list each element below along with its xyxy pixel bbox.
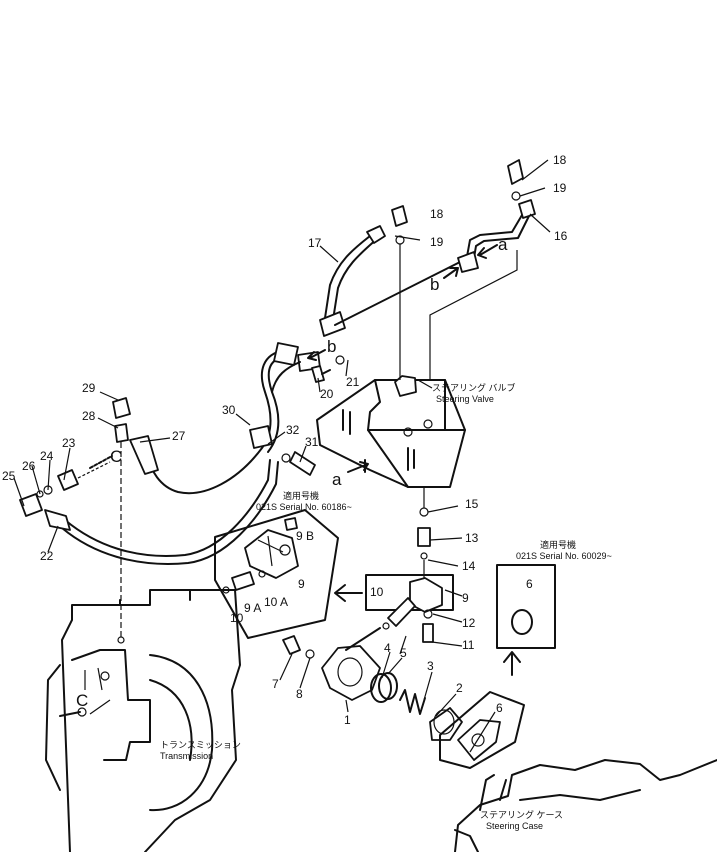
- callout-18: 18: [553, 153, 567, 167]
- callout-29: 29: [82, 381, 96, 395]
- callout-6-box: 6: [526, 577, 533, 591]
- callout-7: 7: [272, 677, 279, 691]
- callout-20: 20: [320, 387, 334, 401]
- arrow-left: [334, 584, 363, 602]
- callout-17: 17: [308, 236, 322, 250]
- ref-c-top: C: [110, 447, 122, 466]
- callout-23: 23: [62, 436, 76, 450]
- bolt-20: [311, 355, 345, 383]
- detail-box-serial-60029: [496, 564, 556, 649]
- callout-27: 27: [172, 429, 186, 443]
- ref-line-a: [429, 250, 518, 380]
- callout-24: 24: [40, 449, 54, 463]
- fittings-23-26: [19, 461, 111, 517]
- callout-22: 22: [40, 549, 54, 563]
- callout-15: 15: [465, 497, 479, 511]
- callout-13: 13: [465, 531, 479, 545]
- bolt-7: [282, 635, 315, 659]
- callout-12: 12: [462, 616, 476, 630]
- ref-b-top: b: [430, 275, 439, 294]
- label-serial-60186-en: 021S Serial No. 60186~: [256, 502, 352, 512]
- bolt-11: [422, 609, 434, 643]
- callout-6: 6: [496, 701, 503, 715]
- hose-22: [44, 459, 279, 565]
- callout-11: 11: [462, 638, 475, 652]
- callout-14: 14: [462, 559, 476, 573]
- steering-valve: [316, 375, 466, 488]
- callout-28: 28: [82, 409, 96, 423]
- callout-2: 2: [456, 681, 463, 695]
- callout-10A: 10 A: [264, 595, 288, 609]
- label-steering-case-en: Steering Case: [486, 821, 543, 831]
- arrow-c-left: [89, 455, 113, 469]
- gasket-6-box: [439, 691, 525, 769]
- callout-5: 5: [400, 646, 407, 660]
- callout-18-left: 18: [430, 207, 444, 221]
- arrow-up: [503, 651, 521, 676]
- label-transmission-jp: トランスミッション: [160, 740, 241, 750]
- label-steering-valve-en: Steering Valve: [436, 394, 494, 404]
- block-9: [365, 574, 454, 630]
- piston-2: [429, 707, 463, 741]
- arrow-b-top: [443, 267, 459, 279]
- callout-10-box: 10: [230, 611, 244, 625]
- fittings-13-15: [417, 487, 431, 580]
- callout-9-box: 9: [298, 577, 305, 591]
- leader-lines: [13, 159, 551, 753]
- callout-19: 19: [553, 181, 567, 195]
- callout-10-right: 10: [370, 585, 384, 599]
- arrow-a-top: [477, 244, 498, 259]
- tube-17: [319, 225, 386, 337]
- flange-1: [321, 627, 381, 701]
- label-transmission-en: Transmission: [160, 751, 213, 761]
- label-steering-case-jp: ステアリング ケース: [480, 809, 563, 820]
- ref-b-mid: b: [327, 337, 336, 356]
- elbow-18-left: [391, 205, 408, 380]
- callout-31: 31: [305, 435, 319, 449]
- steering-case: [454, 759, 717, 852]
- callout-30: 30: [222, 403, 236, 417]
- arrow-c-trans: [59, 711, 81, 717]
- callout-25: 25: [2, 469, 16, 483]
- callout-16: 16: [554, 229, 568, 243]
- label-serial-60186-jp: 適用号機: [283, 490, 319, 501]
- ref-c-trans: C: [76, 691, 88, 710]
- clamp-bracket-line: [334, 261, 461, 326]
- callout-9A: 9 A: [244, 601, 261, 615]
- callout-4: 4: [384, 641, 391, 655]
- label-serial-60029-jp: 適用号機: [540, 539, 576, 550]
- transmission-housing: [45, 589, 241, 852]
- bracket-30: [249, 425, 316, 476]
- label-serial-60029-en: 021S Serial No. 60029~: [516, 551, 612, 561]
- callout-9B: 9 B: [296, 529, 314, 543]
- elbow-18-right: [507, 159, 524, 201]
- callout-21: 21: [346, 375, 360, 389]
- ref-a-mid: a: [332, 470, 342, 489]
- callout-1: 1: [344, 713, 351, 727]
- seals-4-5: [370, 672, 398, 703]
- tube-16: [457, 199, 536, 273]
- ref-a-top: a: [498, 235, 508, 254]
- callout-3: 3: [427, 659, 434, 673]
- callout-8: 8: [296, 687, 303, 701]
- arrow-a-mid: [347, 461, 369, 473]
- callout-32: 32: [286, 423, 300, 437]
- callout-9-right: 9: [462, 591, 469, 605]
- fitting-27: [129, 435, 159, 475]
- fitting-28-29: [112, 397, 131, 644]
- detail-box-serial-60186: [214, 509, 339, 639]
- callout-19-left: 19: [430, 235, 444, 249]
- callout-26: 26: [22, 459, 36, 473]
- hose-27: [147, 342, 321, 495]
- arrow-b-mid: [307, 349, 326, 361]
- label-steering-valve-jp: ステアリング バルブ: [432, 382, 516, 393]
- spring-3: [399, 689, 426, 715]
